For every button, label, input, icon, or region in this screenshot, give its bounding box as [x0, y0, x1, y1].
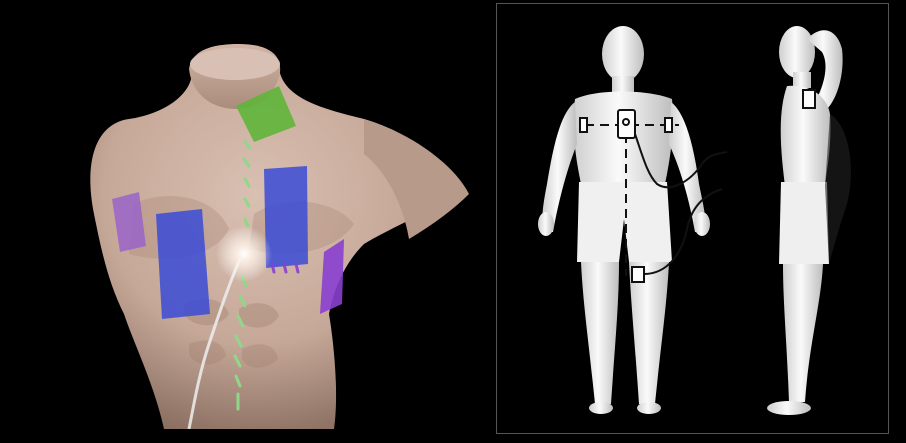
figures-panel	[497, 4, 888, 433]
figures-illustration	[497, 4, 888, 433]
side-device	[803, 90, 815, 108]
torso-illustration	[14, 14, 482, 429]
front-figure	[538, 26, 710, 414]
torso-panel	[14, 14, 482, 429]
electrode-glow	[216, 226, 272, 282]
neck-top	[190, 48, 280, 80]
chest-left-patch	[156, 209, 210, 319]
